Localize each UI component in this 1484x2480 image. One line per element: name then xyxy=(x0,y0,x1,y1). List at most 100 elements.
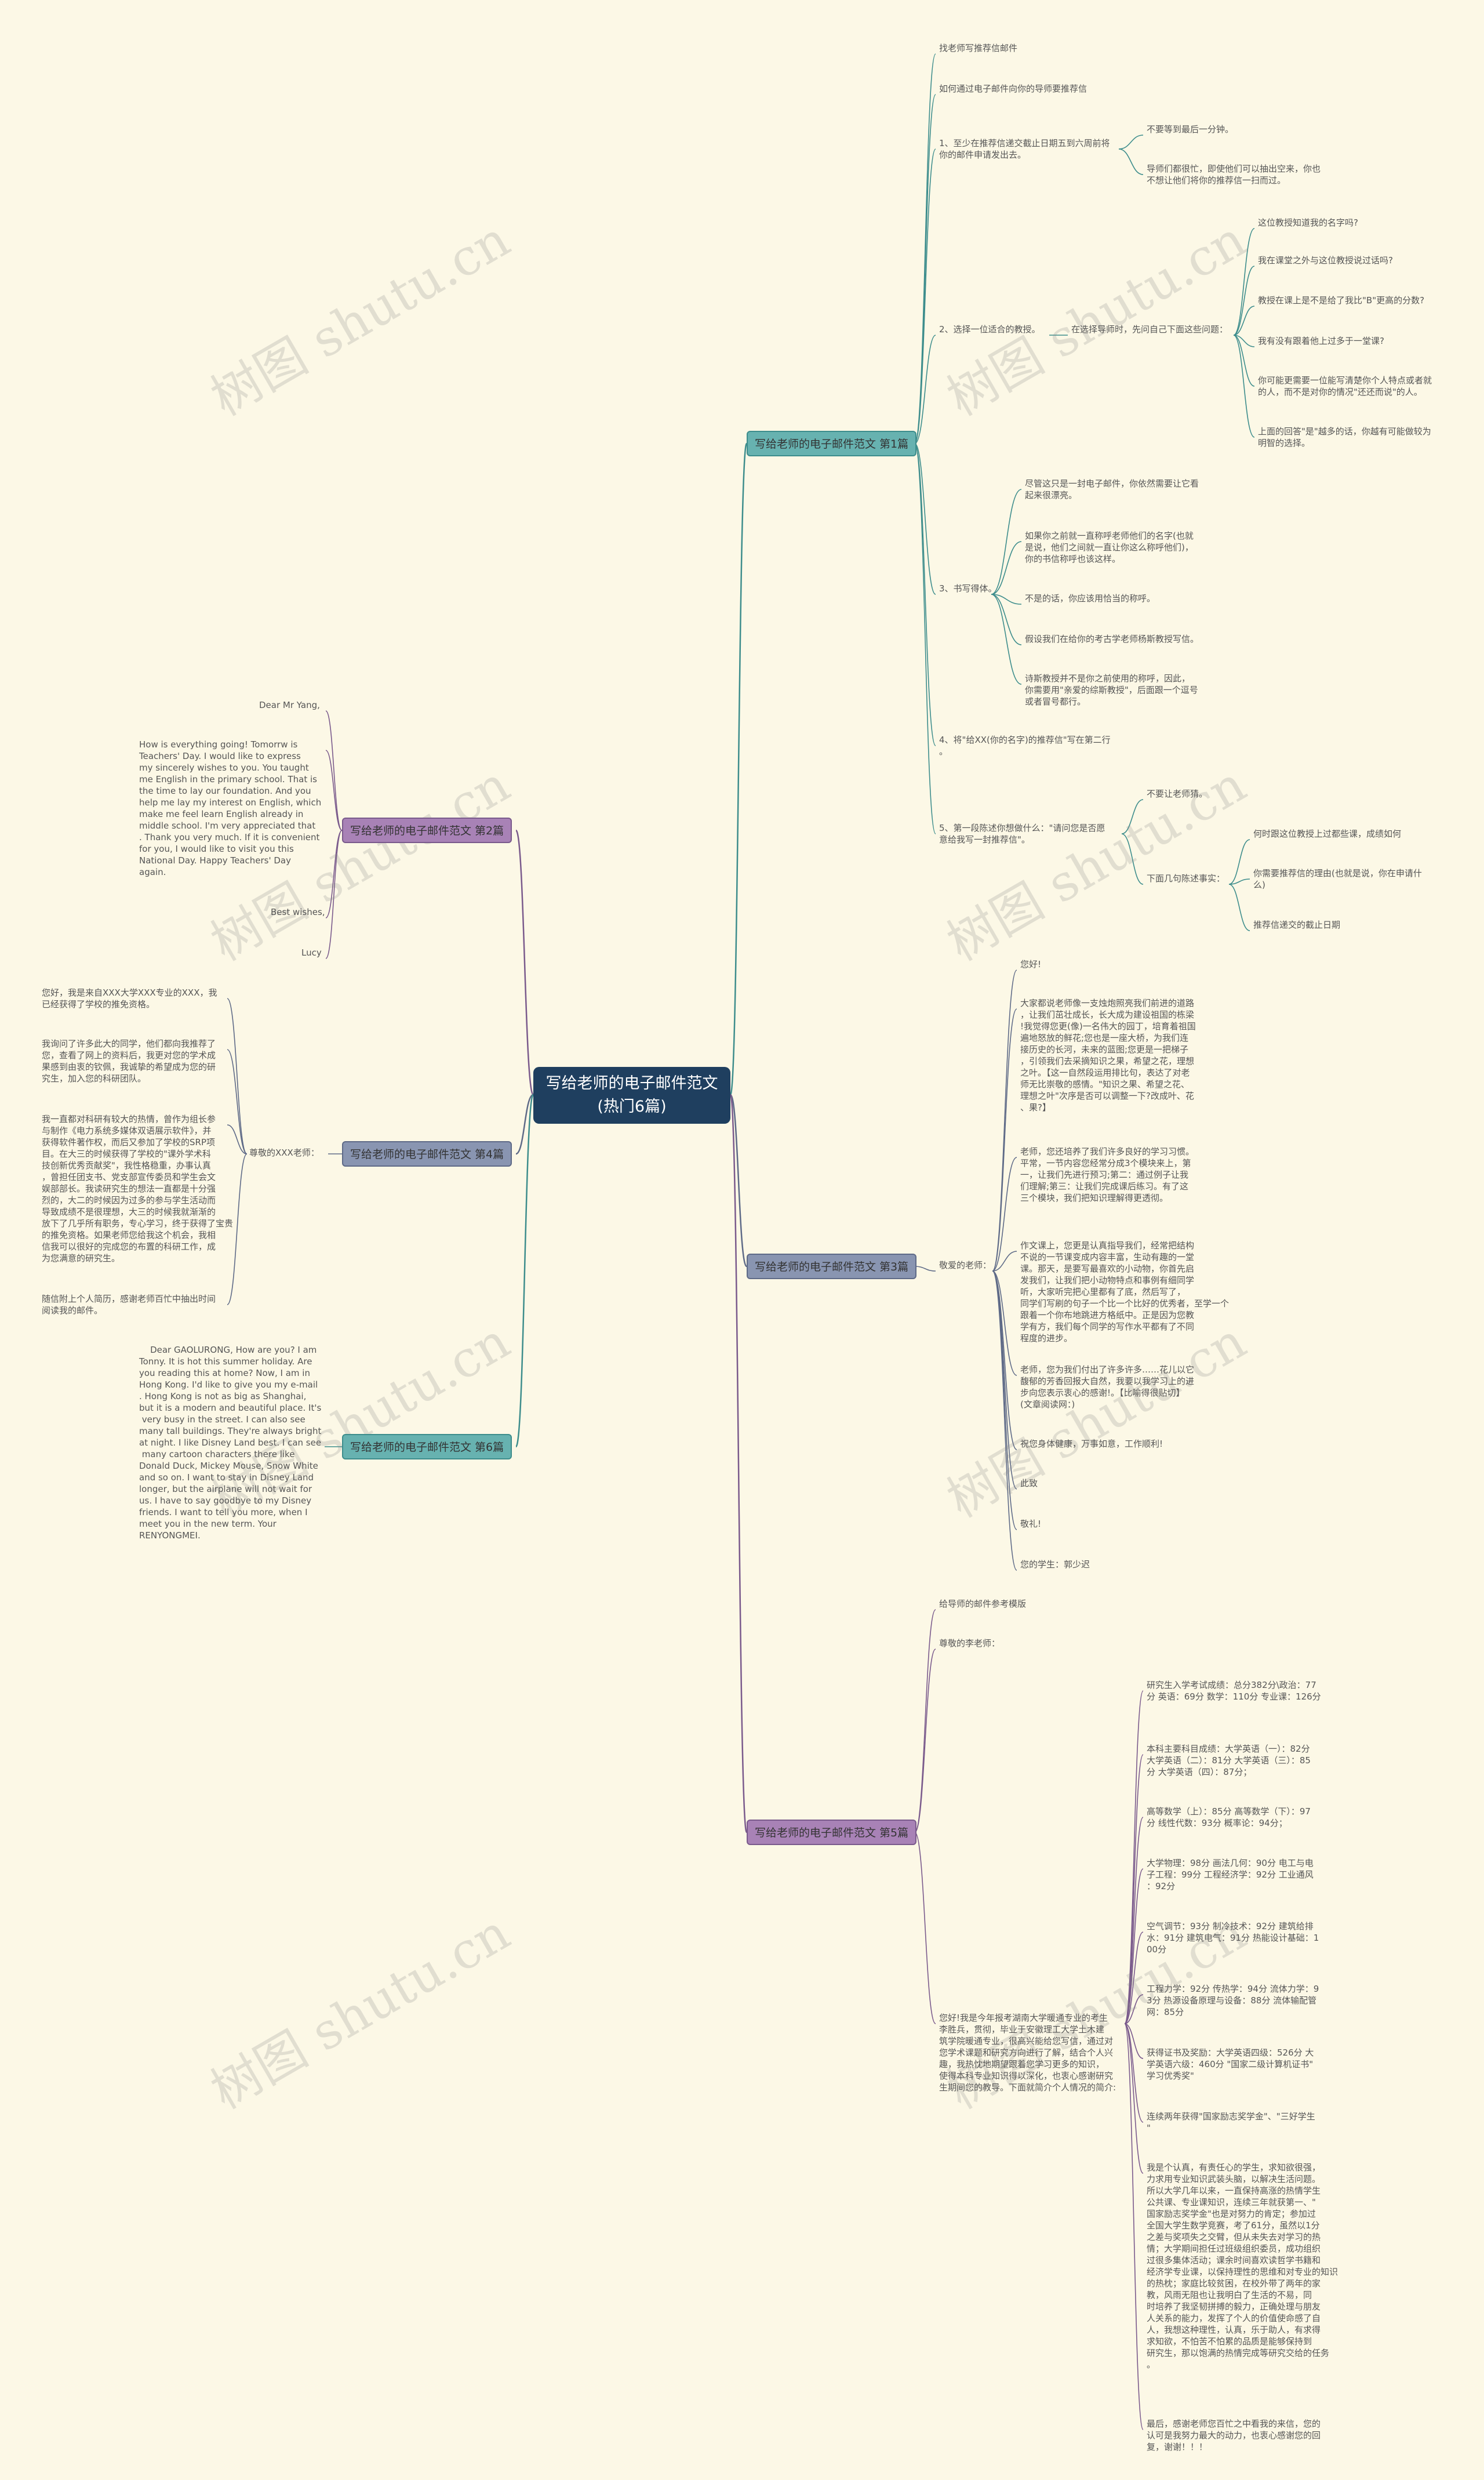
b5-c8: 连续两年获得"国家励志奖学金"、"三好学生 " xyxy=(1147,2111,1315,2133)
connector-line xyxy=(1233,228,1255,336)
b3-p5: 老师，您为我们付出了许多许多……花儿以它 馥郁的芳香回报大自然，我要以我学习上的… xyxy=(1020,1364,1195,1410)
connector-line xyxy=(325,750,343,831)
connector-line xyxy=(992,1270,1017,1490)
b1-n5e: 诗斯教授并不是你之前使用的称呼，因此， 你需要用"亲爱的综斯教授"，后面跟一个逗… xyxy=(1025,673,1198,707)
connector-line xyxy=(1233,266,1255,336)
root-topic[interactable]: 写给老师的电子邮件范文(热门6篇) xyxy=(533,1067,730,1124)
connector-line xyxy=(1118,135,1144,150)
b3-p8: 敬礼! xyxy=(1020,1519,1042,1529)
connector-line xyxy=(729,442,748,1096)
connector-line xyxy=(991,594,1022,645)
connector-line xyxy=(515,1094,534,1155)
b1-n5b: 如果你之前就一直称呼老师他们的名字(也就 是说，他们之间就一直让你这么称呼他们)… xyxy=(1025,531,1194,564)
connector-line xyxy=(1121,833,1144,885)
connector-line xyxy=(914,443,936,746)
b5-n1: 给导师的邮件参考模版 xyxy=(939,1599,1027,1609)
branch-6[interactable]: 写给老师的电子邮件范文 第6篇 xyxy=(342,1434,512,1459)
connector-line xyxy=(1233,335,1255,438)
connector-line xyxy=(325,830,343,959)
b3-p1: 您好! xyxy=(1020,959,1042,970)
connector-line xyxy=(729,1094,748,1833)
b2-sign: Lucy xyxy=(301,947,322,958)
connector-line xyxy=(914,1649,936,1833)
connector-line xyxy=(1121,799,1144,834)
b1-n1: 找老师写推荐信邮件 xyxy=(939,43,1018,53)
b3-p9: 您的学生：郭少迟 xyxy=(1020,1559,1090,1570)
b5-n2: 尊敬的李老师： xyxy=(939,1638,1001,1649)
b1-n7a: 不要让老师猜。 xyxy=(1147,789,1208,799)
b5-c7: 获得证书及奖励：大学英语四级：526分 大 学英语六级：460分 "国家二级计算… xyxy=(1147,2047,1314,2081)
b1-n7b1: 何时跟这位教授上过都些课，成绩如何 xyxy=(1253,829,1402,839)
b5-c4: 大学物理：98分 画法几何：90分 电工与电 子工程：99分 工程经济学：92分… xyxy=(1147,1858,1314,1891)
connector-line xyxy=(729,1094,748,1268)
connector-line xyxy=(991,489,1022,595)
branch-1[interactable]: 写给老师的电子邮件范文 第1篇 xyxy=(747,431,917,456)
connector-line xyxy=(914,443,936,595)
connector-line xyxy=(227,1153,248,1305)
branch-3[interactable]: 写给老师的电子邮件范文 第3篇 xyxy=(747,1254,917,1279)
b5-c6: 工程力学：92分 传热学：94分 流体力学：9 3分 热源设备原理与设备：88分… xyxy=(1147,1984,1319,2017)
connector-line xyxy=(227,998,248,1154)
b4-greeting: 尊敬的XXX老师： xyxy=(249,1148,319,1158)
connector-line xyxy=(1124,1994,1144,2024)
connector-line xyxy=(992,1270,1017,1376)
b1-n5a: 尽管这只是一封电子邮件，你依然需要让它看 起来很漂亮。 xyxy=(1025,478,1199,500)
b1-n4q5: 你可能更需要一位能写清楚你个人特点或者就 的人，而不是对你的情况"还还而说"的人… xyxy=(1258,375,1432,397)
connector-line xyxy=(992,1008,1017,1272)
connector-line xyxy=(991,594,1022,605)
connector-line xyxy=(1124,1868,1144,2024)
b6-body: Dear GAOLURONG, How are you? I am Tonny.… xyxy=(139,1345,322,1541)
connector-line xyxy=(1118,148,1144,175)
connector-line xyxy=(1124,1931,1144,2024)
b5-c5: 空气调节：93分 制冷技术：92分 建筑给排 水：91分 建筑电气：91分 热能… xyxy=(1147,1921,1319,1955)
connector-line xyxy=(1228,839,1250,885)
b1-n7: 5、第一段陈述你想做什么："请问您是否愿 意给我写一封推荐信"。 xyxy=(939,823,1105,845)
b1-n4q2: 我在课堂之外与这位教授说过话吗? xyxy=(1258,255,1393,266)
b1-n2: 如何通过电子邮件向你的导师要推荐信 xyxy=(939,83,1087,94)
connector-line xyxy=(992,970,1017,1272)
b3-p2: 大家都说老师像一支烛炮照亮我们前进的道路 ，让我们茁壮成长，长大成为建设祖国的栋… xyxy=(1020,998,1196,1113)
connector-line xyxy=(227,1049,248,1154)
b3-p3: 老师，您还培养了我们许多良好的学习习惯。 平常，一节内容您经常分成3个模块来上，… xyxy=(1020,1146,1195,1203)
b3-p4: 作文课上，您更是认真指导我们，经常把结构 不说的一节课变成内容丰富，生动有趣的一… xyxy=(1020,1240,1230,1344)
connector-line xyxy=(991,594,1022,685)
connector-line xyxy=(1124,2023,1144,2430)
branch-2[interactable]: 写给老师的电子邮件范文 第2篇 xyxy=(342,818,512,843)
b2-closing: Best wishes, xyxy=(271,907,325,917)
connector-line xyxy=(1233,335,1255,347)
b1-n4q6: 上面的回答"是"越多的话，你越有可能做较为 明智的选择。 xyxy=(1258,426,1431,448)
b2-greeting: Dear Mr Yang, xyxy=(259,700,320,710)
connector-line xyxy=(914,1832,936,2024)
connector-line xyxy=(1228,884,1250,931)
b3-p6: 祝您身体健康，万事如意，工作顺利! xyxy=(1020,1439,1163,1449)
b5-c1: 研究生入学考试成绩：总分382分\政治：77 分 英语：69分 数学：110分 … xyxy=(1147,1680,1321,1702)
connector-line xyxy=(914,148,936,444)
connector-line xyxy=(1124,2023,1144,2123)
connector-line xyxy=(515,1094,534,1448)
connector-line xyxy=(992,1251,1017,1272)
connector-line xyxy=(914,1266,936,1272)
connector-line xyxy=(325,830,343,918)
b1-n5c: 不是的话，你应该用恰当的称呼。 xyxy=(1025,593,1156,604)
branch-5[interactable]: 写给老师的电子邮件范文 第5篇 xyxy=(747,1820,917,1845)
b1-n3b: 导师们都很忙，即使他们可以抽出空来，你也 不想让他们将你的推荐信一扫而过。 xyxy=(1147,164,1321,186)
b4-p4: 随信附上个人简历，感谢老师百忙中抽出时间 阅读我的邮件。 xyxy=(42,1294,216,1316)
b1-n4q1: 这位教授知道我的名字吗? xyxy=(1258,217,1358,228)
b4-p3: 我一直都对科研有较大的热情，曾作为组长参 与制作《电力系统多媒体双语展示软件》，… xyxy=(42,1114,234,1263)
connector-line xyxy=(1124,1817,1144,2024)
b1-n3a: 不要等到最后一分钟。 xyxy=(1147,124,1234,135)
b1-n5d: 假设我们在给你的考古学老师杨斯教授写信。 xyxy=(1025,634,1199,644)
b1-n4q3: 教授在课上是不是给了我比"B"更高的分数? xyxy=(1258,295,1425,306)
connector-line xyxy=(914,1609,936,1833)
branch-4[interactable]: 写给老师的电子邮件范文 第4篇 xyxy=(342,1141,512,1167)
connector-line xyxy=(992,1157,1017,1272)
b5-c3: 高等数学（上）：85分 高等数学（下）：97 分 线性代数：93分 概率论：94… xyxy=(1147,1806,1311,1828)
b5-c10: 最后，感谢老师您百忙之中看我的来信，您的 认可是我努力最大的动力，也衷心感谢您的… xyxy=(1147,2419,1321,2452)
connector-line xyxy=(1124,1754,1144,2024)
connector-line xyxy=(1233,335,1255,387)
b1-n4q4: 我有没有跟着他上过多于一堂课? xyxy=(1258,336,1384,346)
b1-n6: 4、将"给XX(你的名字)的推荐信"写在第二行 。 xyxy=(939,735,1111,757)
b4-p2: 我询问了许多此大的同学，他们都向我推荐了 您，查看了网上的资料后，我更对您的学术… xyxy=(42,1039,216,1084)
connector-line xyxy=(1124,2023,1144,2059)
